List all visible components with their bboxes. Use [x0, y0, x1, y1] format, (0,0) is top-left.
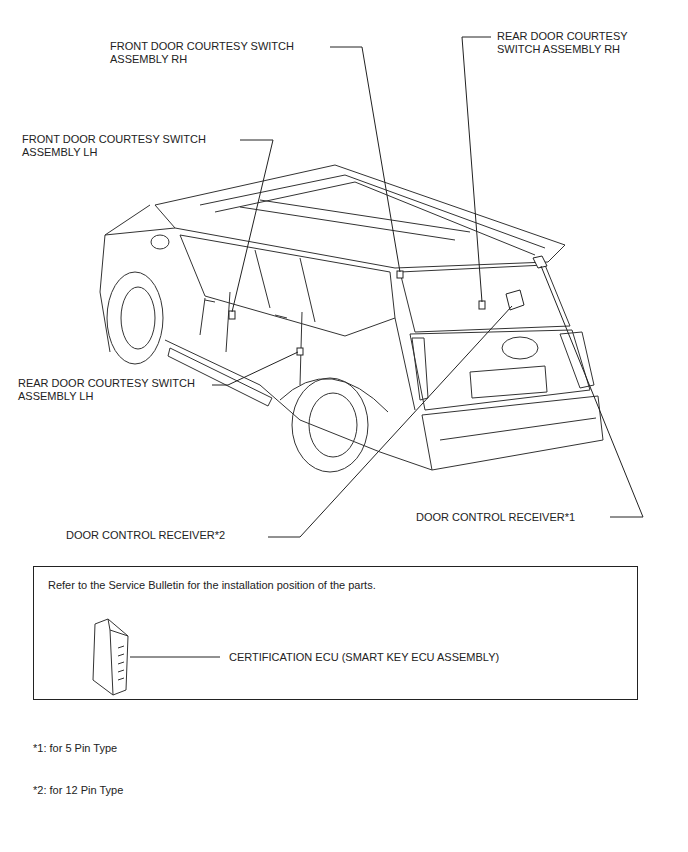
door-lines [200, 292, 302, 385]
switch-marker [297, 348, 303, 355]
leader-line [330, 47, 400, 272]
rear-emblem [502, 337, 538, 359]
part-label: CERTIFICATION ECU (SMART KEY ECU ASSEMBL… [229, 651, 499, 664]
rear-bumper [422, 396, 603, 470]
part-label: DOOR CONTROL RECEIVER*1 [416, 511, 636, 524]
leader-line [232, 140, 273, 312]
rear-wheel-arch [280, 379, 388, 412]
leader-line [212, 352, 298, 385]
switch-marker [479, 301, 485, 309]
note-box: Refer to the Service Bulletin for the in… [33, 566, 638, 700]
receiver-5pin [533, 256, 547, 268]
front-wheel [107, 272, 163, 364]
leader-line [268, 306, 512, 537]
part-label: REAR DOOR COURTESY SWITCH ASSEMBLY RH [497, 30, 647, 56]
part-label: FRONT DOOR COURTESY SWITCH ASSEMBLY RH [110, 40, 325, 66]
footnote: *2: for 12 Pin Type [33, 784, 333, 797]
switch-marker [397, 271, 403, 278]
part-label: DOOR CONTROL RECEIVER*2 [66, 529, 326, 542]
leader-line [541, 266, 643, 517]
note-text: Refer to the Service Bulletin for the in… [48, 579, 376, 592]
roof-rail [200, 175, 545, 255]
front-wheel-rim [121, 287, 155, 349]
receiver-12pin [506, 290, 524, 310]
tail-light [412, 332, 594, 400]
leader-line [130, 657, 220, 658]
roof [155, 165, 565, 268]
mirror [151, 235, 169, 249]
rear-wheel-rim [309, 393, 357, 457]
body-side [100, 205, 432, 470]
license-plate [470, 366, 547, 398]
leader-line [462, 37, 491, 302]
part-label: REAR DOOR COURTESY SWITCH ASSEMBLY LH [18, 377, 218, 403]
side-windows [180, 235, 395, 336]
rear-wheel [292, 378, 368, 472]
part-label: FRONT DOOR COURTESY SWITCH ASSEMBLY LH [22, 133, 237, 159]
ecu-icon [93, 619, 128, 695]
switch-marker [229, 311, 235, 319]
footnote: *1: for 5 Pin Type [33, 742, 333, 755]
